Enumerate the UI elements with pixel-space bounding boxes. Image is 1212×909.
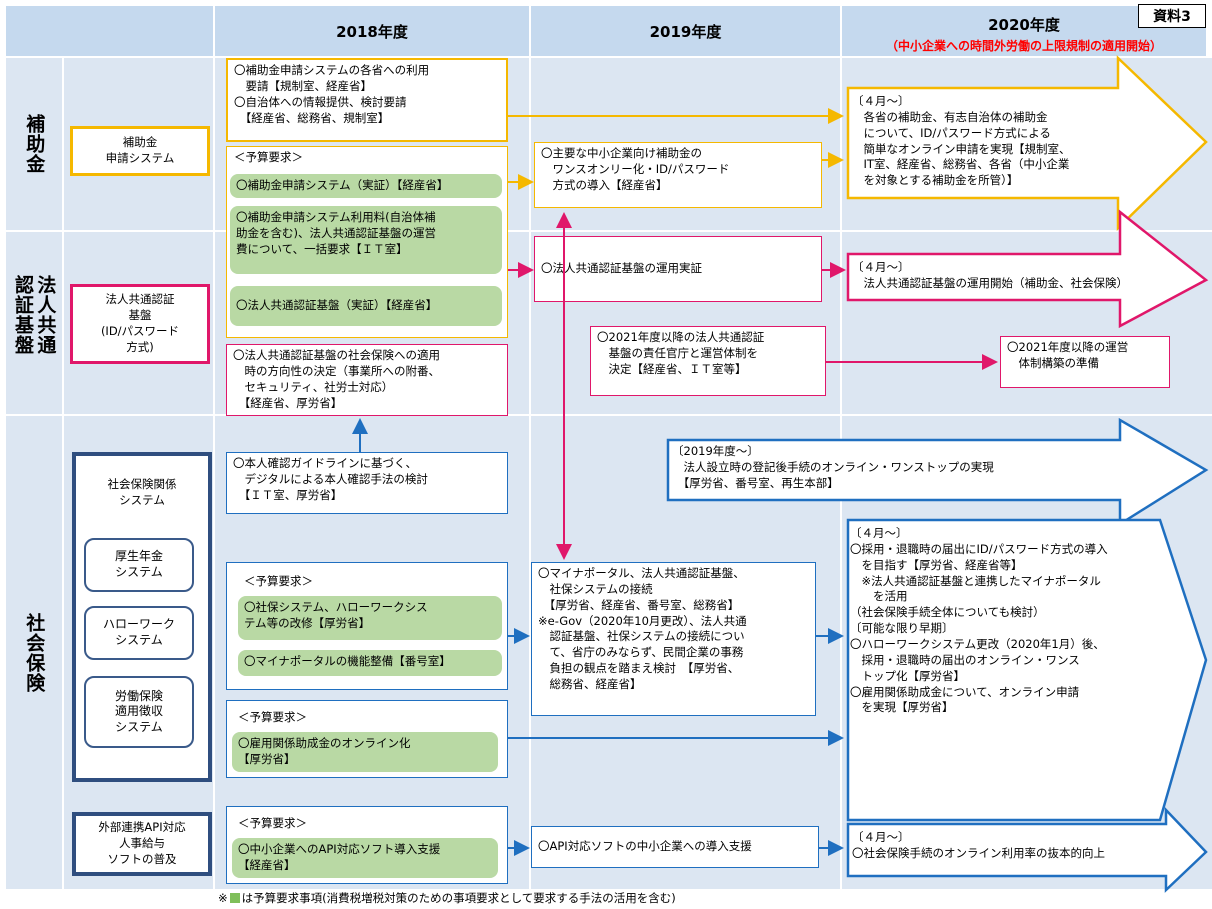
header-2019: 2019年度 [531, 6, 840, 56]
subsidy-system-box: 補助金 申請システム [70, 126, 210, 176]
budget-item-api-software: 〇中小企業へのAPI対応ソフト導入支援 【経産省】 [232, 838, 498, 878]
cert-2020-text: 〔４月～〕 法人共通認証基盤の運用開始（補助金、社会保険） [852, 260, 1128, 290]
cert-system-box: 法人共通認証 基盤 (ID/パスワード 方式) [70, 284, 210, 364]
header-2018: 2018年度 [215, 6, 529, 56]
cert-trial-box: 〇法人共通認証基盤の運用実証 [534, 236, 822, 302]
budget-label: ＜予算要求＞ [238, 710, 307, 724]
budget-label: ＜予算要求＞ [244, 574, 313, 588]
api-support-box: 〇API対応ソフトの中小企業への導入支援 [531, 826, 819, 868]
section-label-social: 社会保険 [23, 612, 46, 693]
social-system-label: 社会保険関係 システム [107, 477, 177, 507]
document-badge: 資料3 [1138, 4, 1206, 28]
api-system-box: 外部連携API対応 人事給与 ソフトの普及 [72, 812, 212, 876]
budget-item-cert-platform: 〇法人共通認証基盤（実証）【経産省】 [230, 286, 502, 326]
header-blank [6, 6, 213, 56]
social-onestop-text: 〔2019年度～〕 法人設立時の登記後手続のオンライン・ワンストップの実現 【厚… [672, 444, 994, 490]
section-label-subsidy: 補助金 [23, 114, 46, 174]
api-2020-text: 〔４月～〕 〇社会保険手続のオンライン利用率の抜本的向上 [852, 830, 1105, 860]
budget-label: ＜予算要求＞ [238, 816, 307, 830]
responsible-ministry-box: 〇2021年度以降の法人共通認証 基盤の責任官庁と運営体制を 決定【経産省、ＩＴ… [590, 326, 826, 396]
subsidy-request-box: 〇補助金申請システムの各省への利用 要請【規制室、経産省】 〇自治体への情報提供… [226, 58, 508, 142]
green-legend-swatch [229, 893, 240, 903]
identity-guideline-box: 〇本人確認ガイドラインに基づく、 デジタルによる本人確認手法の検討 【ＩＴ室、厚… [226, 452, 508, 514]
budget-item-employment-subsidy: 〇雇用関係助成金のオンライン化 【厚労省】 [232, 732, 498, 772]
cert-social-policy-box: 〇法人共通認証基盤の社会保険への適用 時の方向性の決定（事業所への附番、 セキュ… [226, 344, 508, 416]
subsidy-2020-text: 〔４月～〕 各省の補助金、有志自治体の補助金 について、ID/パスワード方式によ… [852, 94, 1071, 188]
hellowork-system-pill: ハローワーク システム [84, 606, 194, 660]
pension-system-pill: 厚生年金 システム [84, 538, 194, 592]
budget-item-social-system: 〇社保システム、ハローワークシス テム等の改修【厚労省】 [238, 596, 502, 640]
labor-system-pill: 労働保険 適用徴収 システム [84, 676, 194, 748]
budget-item-subsidy-system: 〇補助金申請システム（実証）【経産省】 [230, 174, 502, 198]
mynaportal-connection-box: 〇マイナポータル、法人共通認証基盤、 社保システムの接続 【厚労省、経産省、番号… [531, 562, 816, 716]
section-label-cert: 法人共通認証基盤 [12, 275, 57, 355]
operation-prep-box: 〇2021年度以降の運営 体制構築の準備 [1000, 336, 1170, 388]
footnote: ※ は予算要求事項(消費税増税対策のための事項要求として要求する手法の活用を含む… [218, 891, 676, 905]
budget-label: ＜予算要求＞ [234, 150, 303, 164]
budget-item-usage-fee: 〇補助金申請システム利用料(自治体補 助金を含む)、法人共通認証基盤の運営 費に… [230, 206, 502, 274]
budget-item-mynaportal: 〇マイナポータルの機能整備【番号室】 [238, 650, 502, 676]
social-2020-text: 〔４月～〕 〇採用・退職時の届出にID/パスワード方式の導入 を目指す【厚労省、… [850, 526, 1108, 715]
once-only-box: 〇主要な中小企業向け補助金の ワンスオンリー化・ID/パスワード 方式の導入【経… [534, 142, 822, 208]
